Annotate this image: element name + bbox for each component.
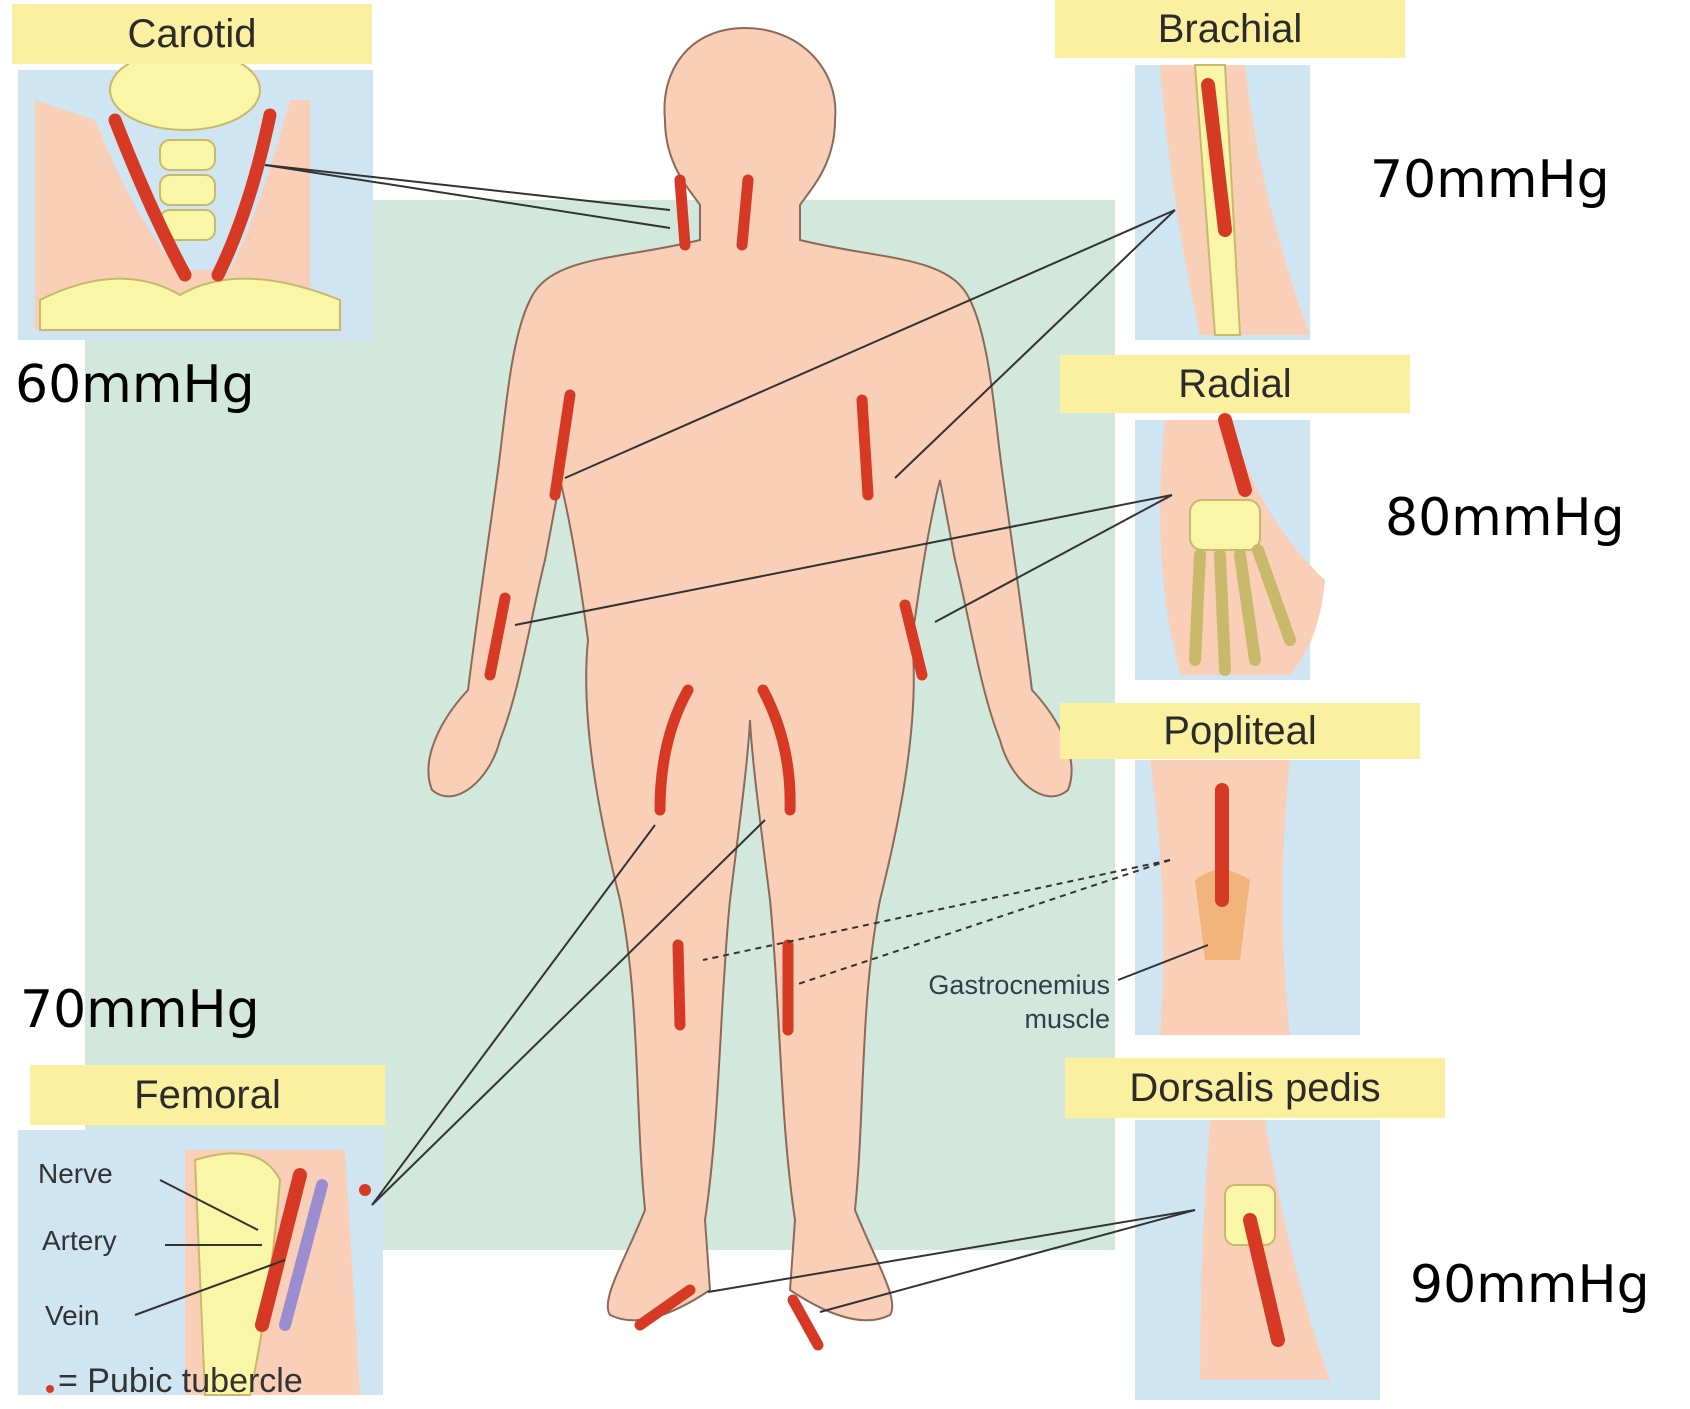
pubic-tubercle-marker xyxy=(46,1385,54,1393)
brachial-mark-right xyxy=(862,400,868,495)
brachial-inset xyxy=(1135,65,1310,340)
femoral-label: Femoral xyxy=(30,1065,385,1125)
vein-label: Vein xyxy=(45,1300,100,1332)
carotid-mark-right xyxy=(742,180,748,245)
nerve-label: Nerve xyxy=(38,1158,113,1190)
carotid-pressure: 60mmHg xyxy=(15,355,255,415)
popliteal-label: Popliteal xyxy=(1060,703,1420,759)
brachial-label: Brachial xyxy=(1055,0,1405,58)
dorsalis-pedis-inset xyxy=(1135,1120,1380,1400)
popliteal-mark-left xyxy=(678,945,680,1025)
brachial-pressure: 70mmHg xyxy=(1370,150,1610,210)
carotid-mark-left xyxy=(680,180,685,245)
artery-label: Artery xyxy=(42,1225,117,1257)
radial-inset xyxy=(1135,420,1325,680)
carotid-label: Carotid xyxy=(12,4,372,64)
carotid-inset xyxy=(18,50,373,340)
radial-pressure: 80mmHg xyxy=(1385,488,1625,548)
dorsalis-mark-right xyxy=(793,1300,818,1345)
pubic-tubercle-label: = Pubic tubercle xyxy=(58,1362,303,1401)
dorsalis-pedis-label: Dorsalis pedis xyxy=(1065,1058,1445,1118)
popliteal-inset xyxy=(1135,760,1360,1035)
gastrocnemius-label: Gastrocnemius muscle xyxy=(855,968,1110,1036)
femoral-pressure: 70mmHg xyxy=(20,980,260,1040)
dorsalis-pedis-pressure: 90mmHg xyxy=(1410,1255,1650,1315)
radial-label: Radial xyxy=(1060,355,1410,413)
